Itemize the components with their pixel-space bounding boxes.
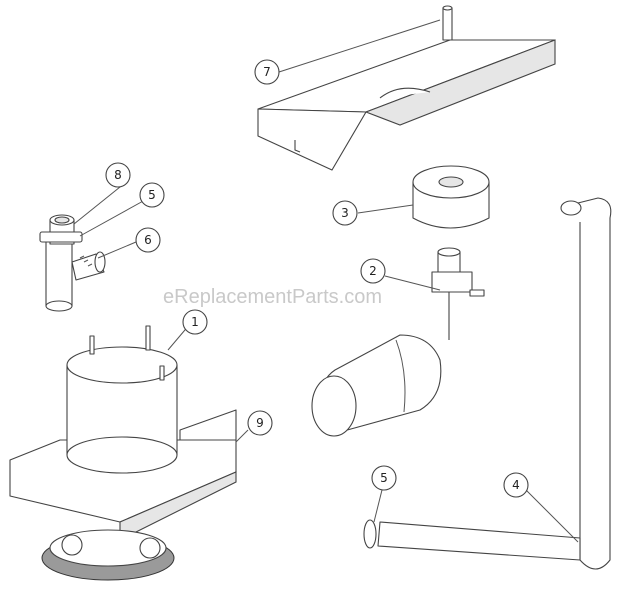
- svg-text:1: 1: [191, 315, 199, 329]
- svg-text:9: 9: [256, 416, 264, 430]
- callout-5-lower[interactable]: 5: [371, 465, 397, 491]
- callout-9[interactable]: 9: [247, 410, 273, 436]
- callout-3[interactable]: 3: [332, 200, 358, 226]
- part-2-float-switch[interactable]: [311, 247, 485, 437]
- callout-5-upper[interactable]: 5: [139, 182, 165, 208]
- part-1-pump-motor[interactable]: [66, 325, 178, 474]
- callout-2[interactable]: 2: [360, 258, 386, 284]
- part-8-tee-fitting[interactable]: [39, 214, 106, 312]
- svg-text:3: 3: [341, 206, 349, 220]
- part-4-drain-tube[interactable]: [363, 197, 612, 570]
- callout-4[interactable]: 4: [503, 472, 529, 498]
- svg-text:8: 8: [114, 168, 122, 182]
- svg-text:7: 7: [263, 65, 271, 79]
- svg-text:6: 6: [144, 233, 152, 247]
- callout-8[interactable]: 8: [105, 162, 131, 188]
- svg-text:2: 2: [369, 264, 377, 278]
- watermark-text: eReplacementParts.com: [163, 286, 382, 308]
- svg-text:4: 4: [512, 478, 520, 492]
- part-7-tray[interactable]: [257, 5, 556, 171]
- callout-7[interactable]: 7: [254, 59, 280, 85]
- svg-text:5: 5: [148, 188, 156, 202]
- callout-6[interactable]: 6: [135, 227, 161, 253]
- svg-text:5: 5: [380, 471, 388, 485]
- part-3-float-ring[interactable]: [412, 165, 490, 229]
- callout-1[interactable]: 1: [182, 309, 208, 335]
- leader-lines: [73, 19, 579, 543]
- part-9-base-bracket[interactable]: [9, 409, 237, 581]
